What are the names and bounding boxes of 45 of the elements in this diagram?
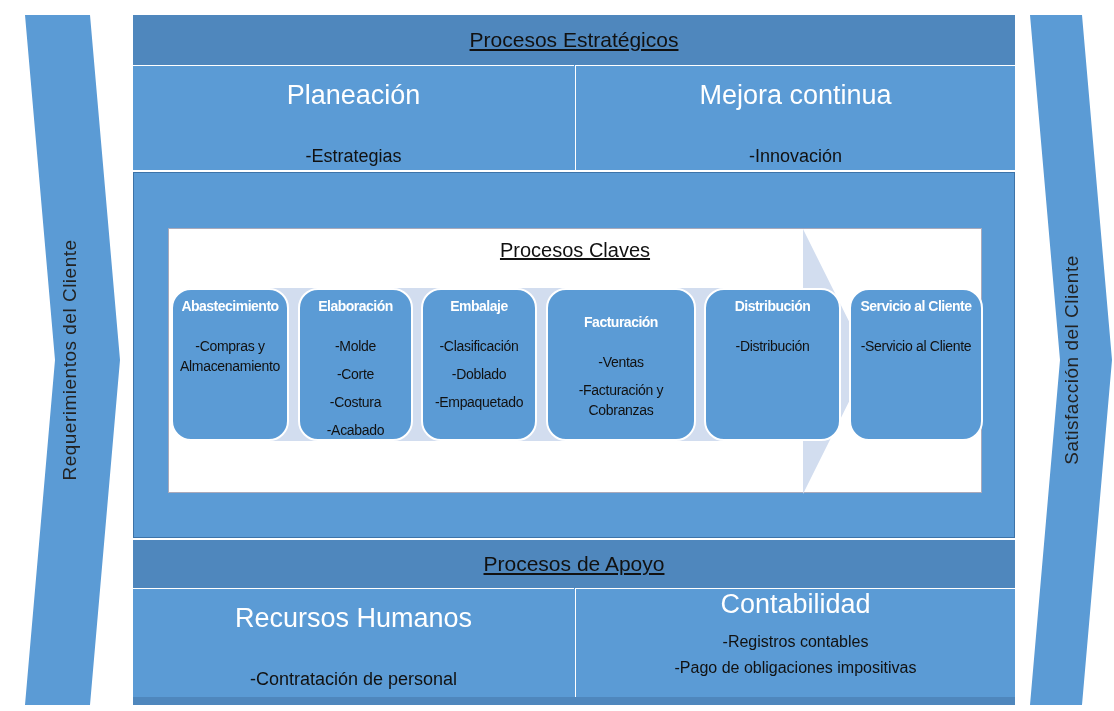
item-text: -Acabado bbox=[325, 421, 386, 440]
chevron-arrow bbox=[22, 15, 120, 705]
item-text: -Ventas bbox=[597, 353, 645, 372]
section-header: Procesos Estratégicos bbox=[133, 15, 1015, 65]
process-box bbox=[575, 65, 1015, 170]
box-heading: Servicio al Cliente bbox=[859, 298, 973, 314]
side-label: Requerimientos del Cliente bbox=[59, 239, 81, 481]
item-text: -Facturación y Cobranzas bbox=[577, 381, 665, 420]
item-text: -Pago de obligaciones impositivas bbox=[673, 659, 918, 677]
process-box bbox=[546, 288, 696, 441]
item-text: -Innovación bbox=[747, 146, 844, 167]
process-box bbox=[298, 288, 413, 441]
panel-title: Procesos Claves bbox=[498, 239, 652, 262]
item-text: -Doblado bbox=[450, 365, 508, 384]
box-heading: Embalaje bbox=[449, 298, 509, 314]
item-text: -Contratación de personal bbox=[248, 669, 459, 690]
section-header: Procesos de Apoyo bbox=[133, 540, 1015, 588]
box-heading: Abastecimiento bbox=[180, 298, 280, 314]
process-box bbox=[849, 288, 983, 441]
item-text: -Empaquetado bbox=[433, 393, 525, 412]
key-process-panel bbox=[168, 228, 982, 493]
item-text: -Estrategias bbox=[304, 146, 403, 167]
box-heading: Recursos Humanos bbox=[233, 603, 474, 634]
box-heading: Distribución bbox=[733, 298, 812, 314]
process-box bbox=[575, 588, 1015, 697]
box-heading: Elaboración bbox=[317, 298, 394, 314]
box-heading: Contabilidad bbox=[719, 589, 872, 620]
chevron-arrow bbox=[1030, 15, 1112, 705]
item-text: -Molde bbox=[334, 337, 377, 356]
item-text: -Costura bbox=[328, 393, 383, 412]
item-text: -Servicio al Cliente bbox=[859, 337, 973, 356]
side-label: Satisfacción del Cliente bbox=[1061, 255, 1083, 465]
box-heading: Planeación bbox=[285, 80, 422, 111]
section-panel bbox=[133, 15, 1015, 170]
item-text: -Corte bbox=[335, 365, 376, 384]
item-text: -Distribución bbox=[734, 337, 811, 356]
section-panel bbox=[133, 540, 1015, 705]
box-heading: Facturación bbox=[583, 314, 659, 330]
process-box bbox=[421, 288, 537, 441]
item-text: -Clasificación bbox=[438, 337, 520, 356]
process-box bbox=[704, 288, 841, 441]
item-text: -Registros contables bbox=[721, 633, 870, 651]
item-text: -Compras y Almacenamiento bbox=[178, 337, 282, 376]
box-heading: Mejora continua bbox=[698, 80, 893, 111]
process-box bbox=[171, 288, 289, 441]
